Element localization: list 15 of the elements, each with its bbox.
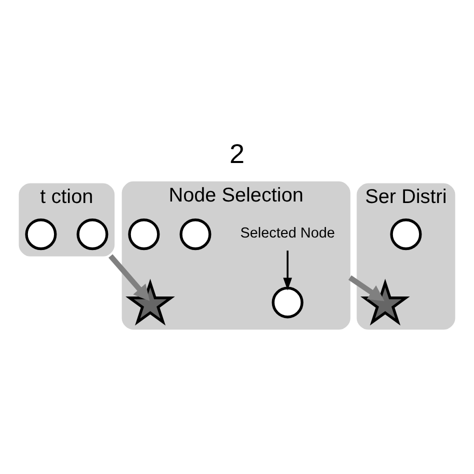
node-circle bbox=[76, 218, 108, 250]
node-circle bbox=[128, 218, 160, 250]
arrow bbox=[348, 275, 384, 302]
cluster: Ser Distri bbox=[356, 183, 456, 330]
node-circle bbox=[390, 218, 422, 250]
arrow bbox=[108, 254, 150, 301]
diagram-title: 2 bbox=[229, 138, 245, 169]
node-circle bbox=[272, 286, 304, 318]
cluster: t ction bbox=[18, 183, 115, 256]
node-text: Selected Node bbox=[240, 226, 335, 242]
node-burst bbox=[126, 278, 175, 326]
node-circle bbox=[180, 218, 212, 250]
node-circle bbox=[25, 218, 57, 250]
arrow bbox=[283, 250, 292, 290]
node-burst bbox=[360, 278, 410, 326]
